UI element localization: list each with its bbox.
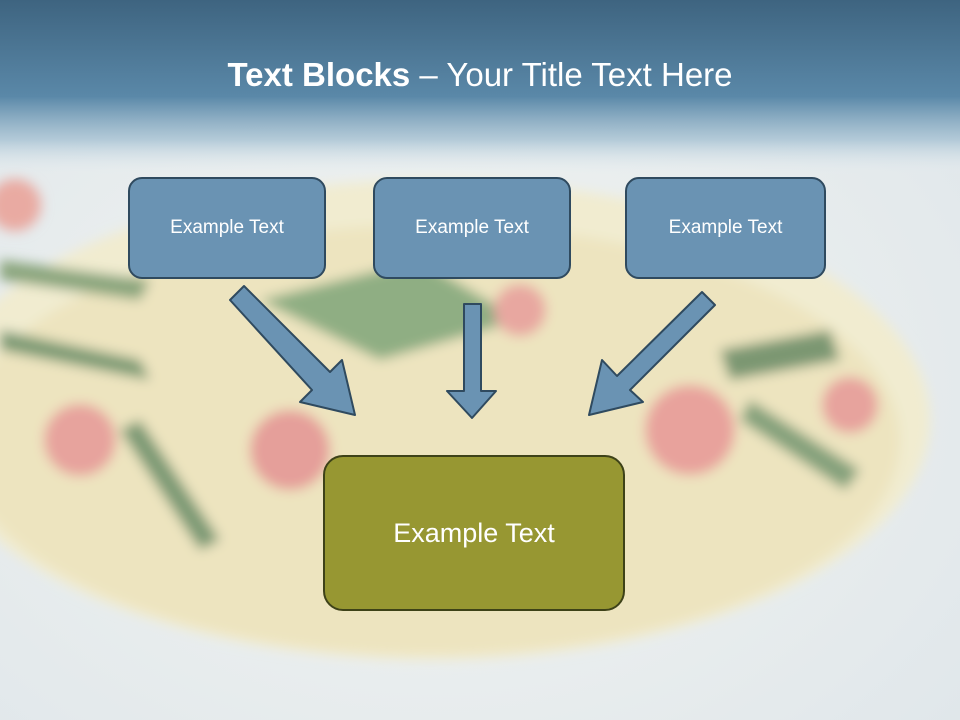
arrow-left-to-bottom	[229, 285, 356, 416]
text-block-right-label: Example Text	[668, 217, 783, 238]
text-block-bottom-label: Example Text	[393, 517, 555, 548]
title-bold-part: Text Blocks	[227, 56, 411, 93]
text-block-right: Example Text	[625, 177, 826, 279]
text-block-bottom: Example Text	[323, 455, 625, 611]
arrow-right-to-bottom	[588, 291, 716, 416]
arrow-center-to-bottom	[446, 303, 497, 419]
title-rest: Your Title Text Here	[446, 56, 733, 93]
text-block-left-label: Example Text	[170, 217, 284, 238]
title-separator: –	[410, 56, 447, 93]
text-block-center: Example Text	[373, 177, 571, 279]
slide-title: Text Blocks – Your Title Text Here	[0, 56, 960, 94]
text-block-left: Example Text	[128, 177, 326, 279]
text-block-center-label: Example Text	[415, 217, 529, 238]
